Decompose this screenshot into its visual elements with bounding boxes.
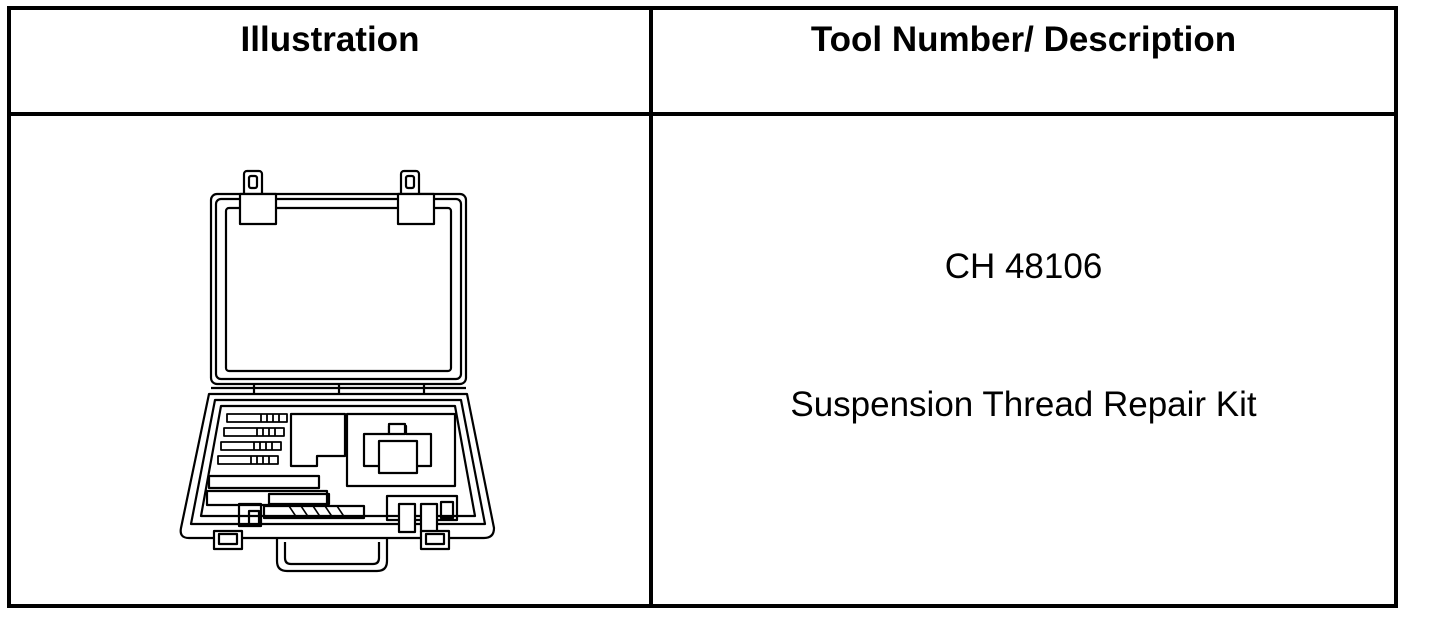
tool-number-description-header: Tool Number/ Description [649,6,1398,116]
tool-description-cell: CH 48106 Suspension Thread Repair Kit [649,112,1398,608]
illustration-header: Illustration [7,6,653,116]
table-row: CH 48106 Suspension Thread Repair Kit [7,112,1398,608]
tool-case-icon [179,169,496,573]
table-header-row: Illustration Tool Number/ Description [7,6,1398,116]
tool-number: CH 48106 [944,247,1103,286]
tool-description: Suspension Thread Repair Kit [790,385,1257,424]
illustration-cell [7,112,653,608]
tool-table: Illustration Tool Number/ Description [7,6,1398,608]
